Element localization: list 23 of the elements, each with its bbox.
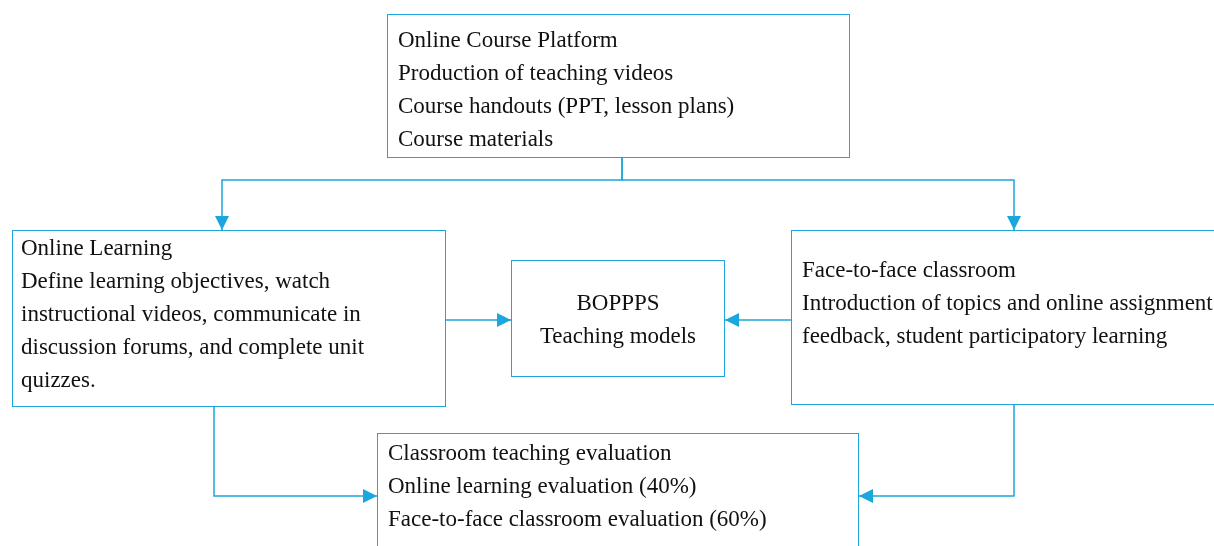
arrow <box>858 404 1015 503</box>
arrow <box>724 313 792 327</box>
box-text: Introduction of topics and online assignment feedback, student participatory learning <box>802 289 1214 350</box>
box-text: Face-to-face classroom evaluation (60%) <box>388 505 768 533</box>
box-text: Define learning objectives, watch instructional videos, communicate in discussion forums, and complete unit quizzes. <box>21 267 366 394</box>
box-text: Teaching models <box>538 321 698 350</box>
box-text: Online Learning <box>21 234 174 262</box>
box-text: BOPPPS <box>575 288 661 317</box>
text-box <box>12 230 446 407</box>
box-text: Online learning evaluation (40%) <box>388 472 698 500</box>
box-text: Face-to-face classroom <box>802 256 1017 284</box>
box-text: Course handouts (PPT, lesson plans) <box>398 92 736 120</box>
text-box <box>377 433 859 546</box>
text-box <box>511 260 725 377</box>
arrow <box>213 406 378 503</box>
arrow <box>445 313 512 327</box>
box-text: Classroom teaching evaluation <box>388 439 673 467</box>
text-box <box>387 14 850 158</box>
text-box <box>791 230 1214 405</box>
box-text: Course materials <box>398 125 555 153</box>
box-text: Production of teaching videos <box>398 59 675 87</box>
arrow <box>621 157 1021 231</box>
box-text: Online Course Platform <box>398 26 619 54</box>
